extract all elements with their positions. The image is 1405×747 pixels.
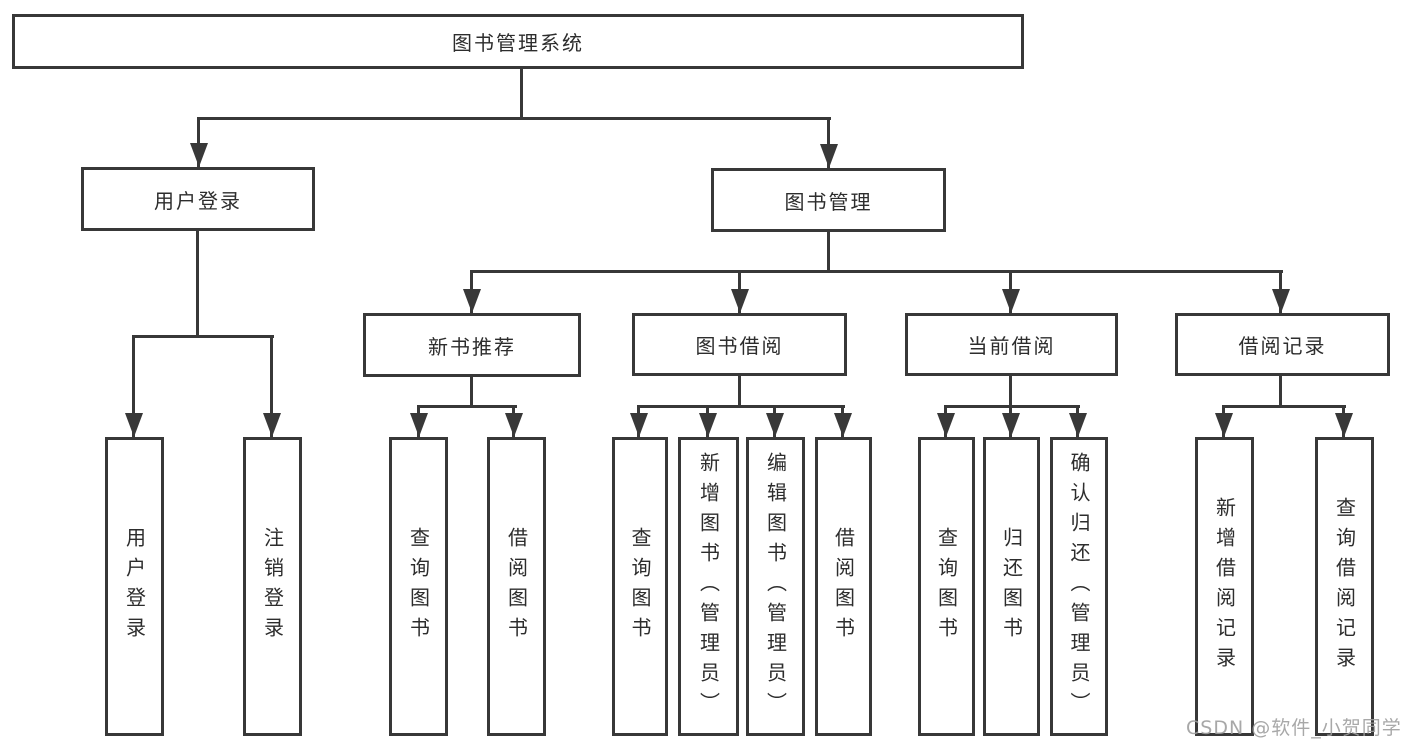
leaf-confirm-return-admin: 确认归还（管理员） <box>1050 437 1108 736</box>
arrow-down-icon <box>1215 413 1233 437</box>
leaf-borrow-books-recommend: 借阅图书 <box>487 437 546 736</box>
connector-line <box>196 231 199 337</box>
connector-line <box>1009 376 1012 407</box>
node-new-book-recommendation: 新书推荐 <box>363 313 581 377</box>
connector-line <box>197 117 831 120</box>
connector-line <box>944 405 1080 408</box>
arrow-down-icon <box>410 413 428 437</box>
leaf-query-borrow-record: 查询借阅记录 <box>1315 437 1374 736</box>
arrow-down-icon <box>1002 289 1020 313</box>
arrow-down-icon <box>731 289 749 313</box>
arrow-down-icon <box>125 413 143 437</box>
arrow-down-icon <box>937 413 955 437</box>
arrow-down-icon <box>190 143 208 167</box>
leaf-add-borrow-record: 新增借阅记录 <box>1195 437 1254 736</box>
leaf-borrow-books: 借阅图书 <box>815 437 872 736</box>
connector-line <box>417 405 517 408</box>
arrow-down-icon <box>263 413 281 437</box>
node-library-management-system: 图书管理系统 <box>12 14 1024 69</box>
leaf-add-books-admin: 新增图书（管理员） <box>678 437 739 736</box>
arrow-down-icon <box>834 413 852 437</box>
arrow-down-icon <box>820 144 838 168</box>
connector-line <box>470 270 1283 273</box>
leaf-query-books-borrow: 查询图书 <box>612 437 668 736</box>
connector-line <box>197 118 200 167</box>
connector-line <box>738 376 741 408</box>
leaf-query-books-current: 查询图书 <box>918 437 975 736</box>
connector-line <box>827 232 830 273</box>
connector-line <box>270 336 273 437</box>
node-user-login: 用户登录 <box>81 167 315 231</box>
arrow-down-icon <box>1335 413 1353 437</box>
connector-line <box>470 377 473 408</box>
arrow-down-icon <box>1069 413 1087 437</box>
leaf-edit-books-admin: 编辑图书（管理员） <box>746 437 805 736</box>
watermark-text: CSDN @软件_小贺同学 <box>1186 717 1402 739</box>
arrow-down-icon <box>630 413 648 437</box>
node-book-borrowing: 图书借阅 <box>632 313 847 376</box>
arrow-down-icon <box>766 413 784 437</box>
connector-line <box>520 68 523 119</box>
leaf-logout: 注销登录 <box>243 437 302 736</box>
arrow-down-icon <box>1002 413 1020 437</box>
connector-line <box>132 335 274 338</box>
arrow-down-icon <box>1272 289 1290 313</box>
arrow-down-icon <box>699 413 717 437</box>
leaf-query-books-recommend: 查询图书 <box>389 437 448 736</box>
leaf-user-login: 用户登录 <box>105 437 164 736</box>
connector-line <box>827 118 830 168</box>
arrow-down-icon <box>505 413 523 437</box>
leaf-return-books: 归还图书 <box>983 437 1040 736</box>
connector-line <box>132 336 135 437</box>
node-borrowing-records: 借阅记录 <box>1175 313 1390 376</box>
node-current-borrowing: 当前借阅 <box>905 313 1118 376</box>
connector-line <box>637 405 845 408</box>
node-book-management: 图书管理 <box>711 168 946 232</box>
arrow-down-icon <box>463 289 481 313</box>
connector-line <box>1279 376 1282 408</box>
connector-line <box>1222 405 1346 408</box>
